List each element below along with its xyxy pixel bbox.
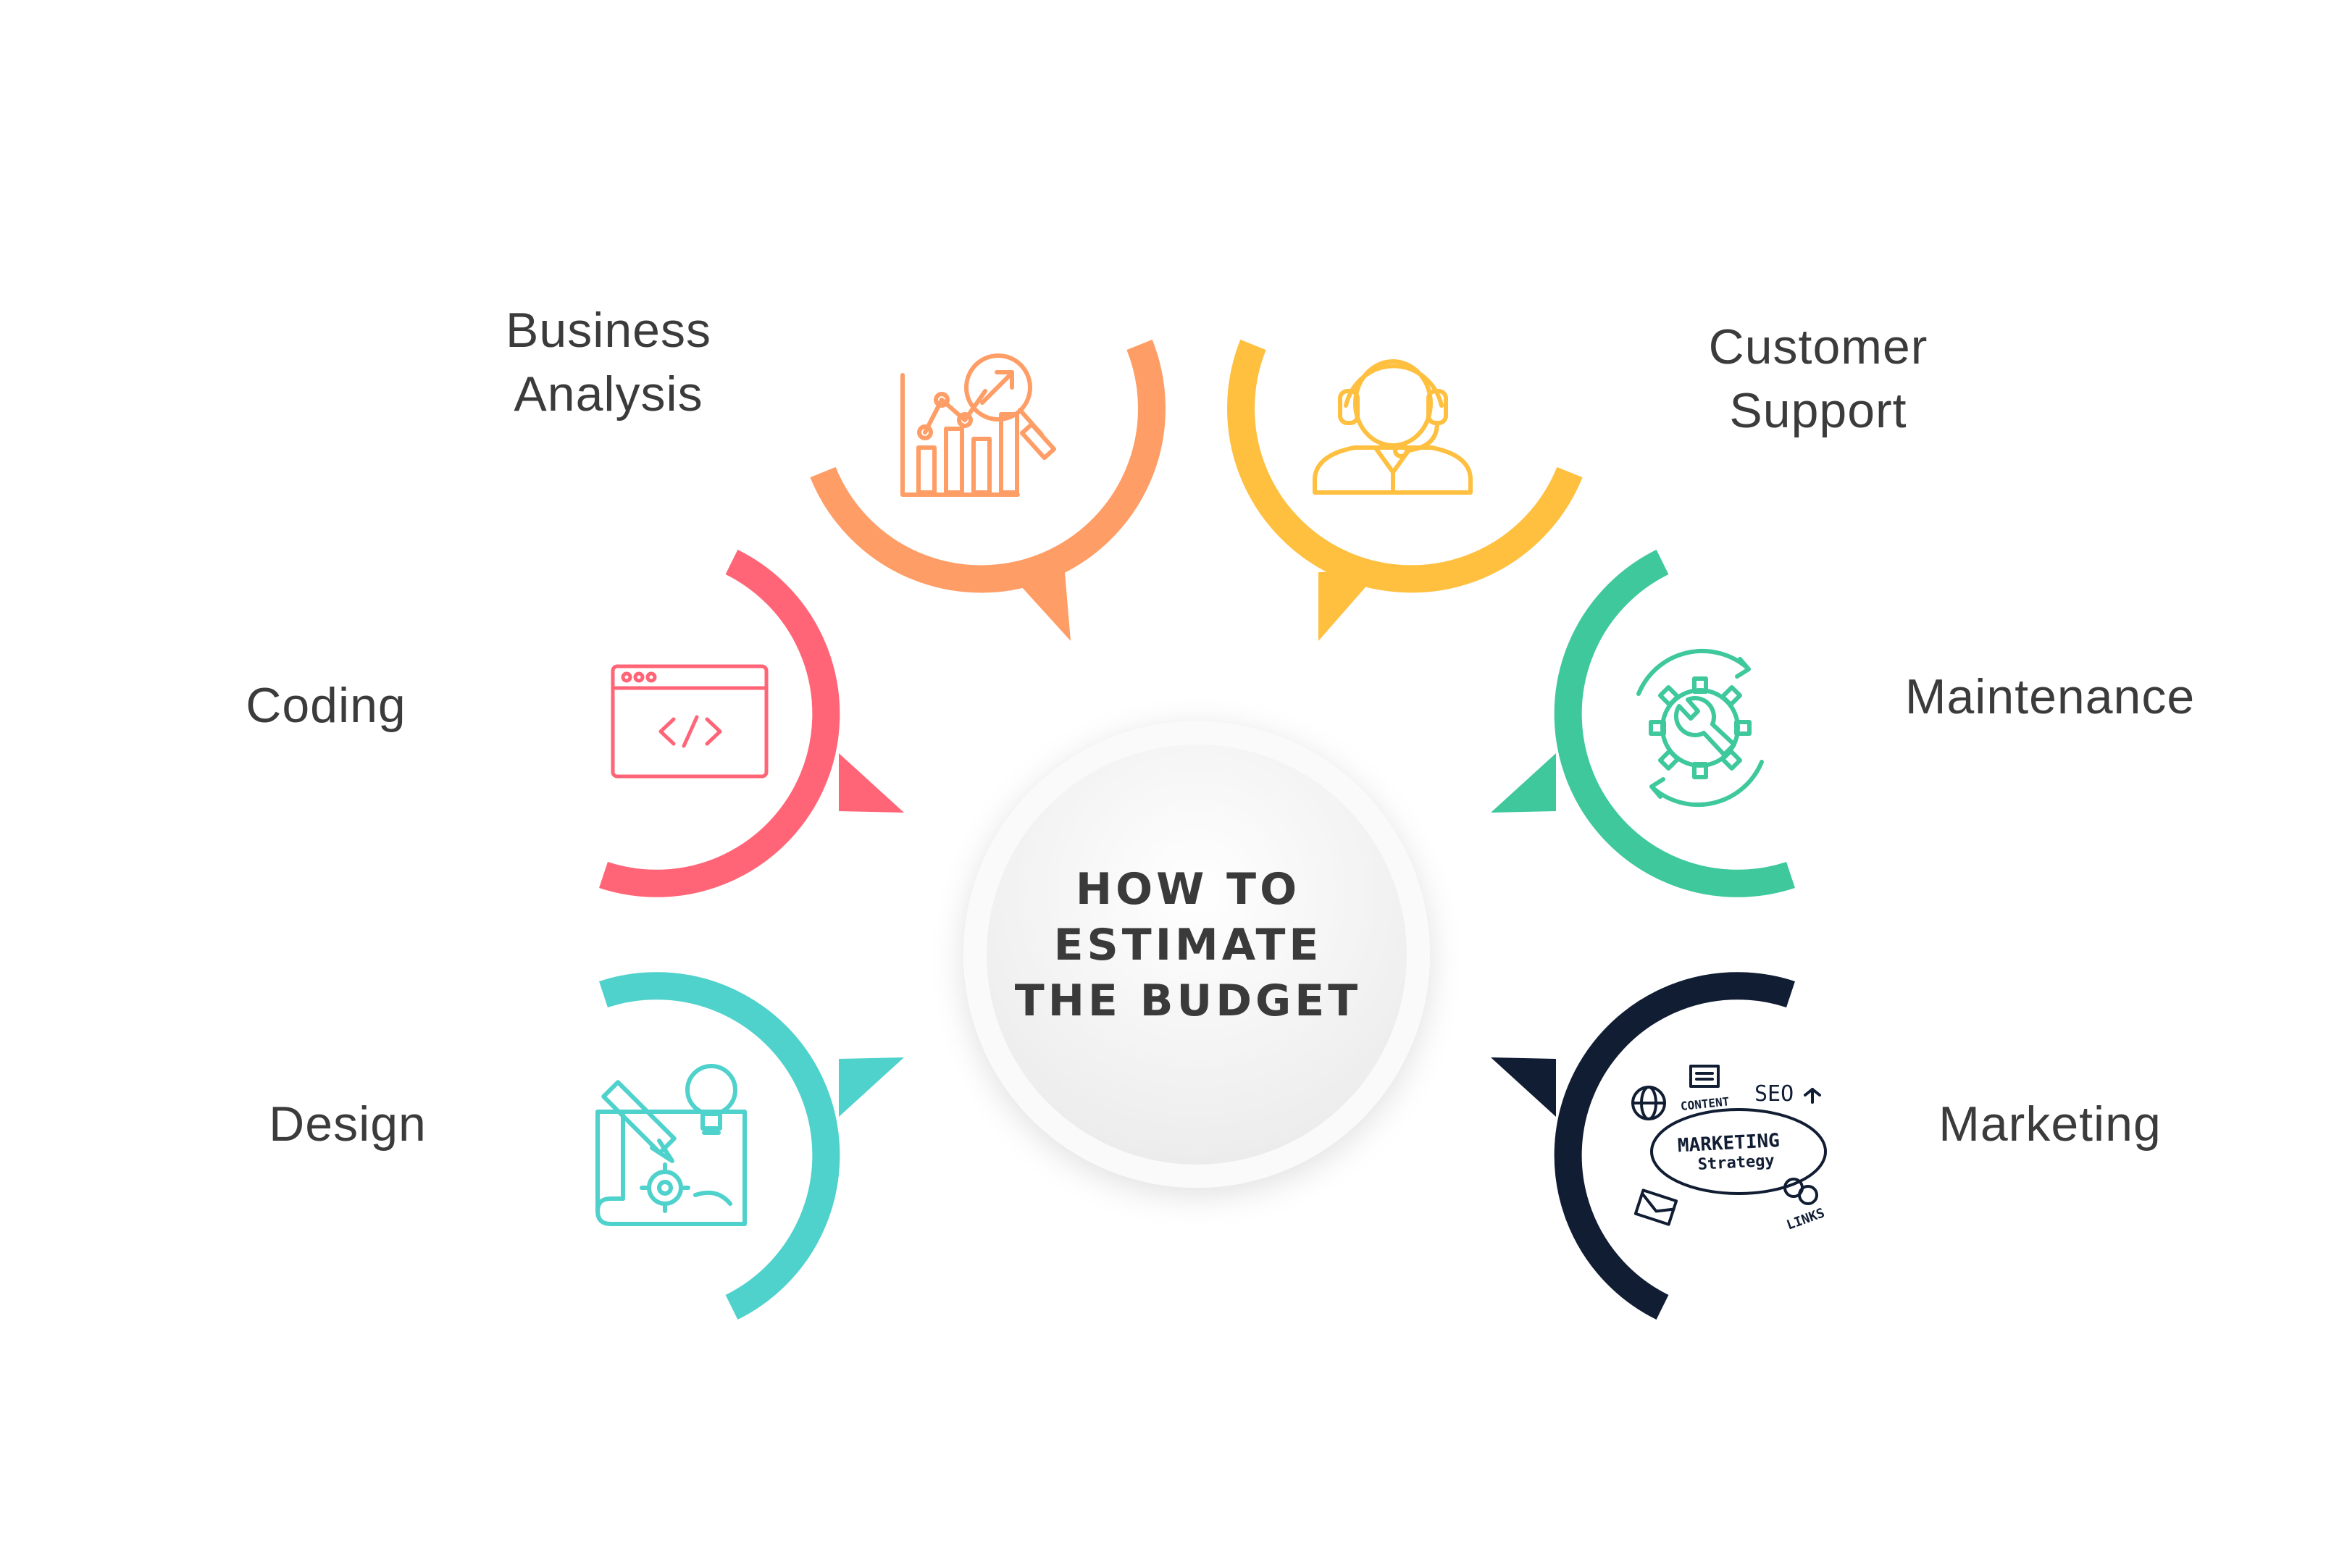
marketing-icon-marketing: MARKETING xyxy=(1677,1130,1780,1157)
label-marketing: Marketing xyxy=(1891,1092,2209,1156)
label-maintenance: Maintenance xyxy=(1869,665,2231,729)
maintenance-arc-ring xyxy=(1554,549,1795,897)
design-blueprint-icon xyxy=(595,1064,747,1226)
analytics-chart-icon xyxy=(900,353,1057,497)
maintenance-pointer xyxy=(1491,753,1556,813)
label-business-analysis-line-1: Business xyxy=(506,303,711,358)
customer-support-arc-ring xyxy=(1226,339,1583,593)
label-customer-support-line-2: Support xyxy=(1729,383,1907,438)
headset-support-icon xyxy=(1313,359,1473,495)
design-arc-ring xyxy=(599,972,840,1320)
marketing-icon-text: CONTENT SEO MARKETING Strategy LINKS xyxy=(1677,1081,1827,1233)
marketing-strategy-icon xyxy=(1631,1065,1827,1226)
label-business-analysis: Business Analysis xyxy=(435,298,782,426)
center-title-line-2: ESTIMATE xyxy=(1053,920,1323,970)
label-maintenance-line-1: Maintenance xyxy=(1904,669,2196,724)
marketing-arc-ring xyxy=(1554,972,1795,1320)
business-analysis-pointer xyxy=(1007,571,1071,641)
customer-support-arc xyxy=(1226,339,1583,641)
center-title: HOW TO ESTIMATE THE BUDGET xyxy=(963,862,1413,1029)
customer-support-pointer xyxy=(1318,571,1380,641)
center-hub-inner xyxy=(987,745,1407,1165)
coding-arc-ring xyxy=(599,549,840,897)
marketing-icon-strategy: Strategy xyxy=(1697,1152,1775,1174)
center-title-line-1: HOW TO xyxy=(1075,864,1301,915)
label-marketing-line-1: Marketing xyxy=(1938,1097,2162,1152)
label-customer-support-line-1: Customer xyxy=(1708,319,1928,374)
marketing-arc xyxy=(1491,972,1795,1320)
center-title-line-3: THE BUDGET xyxy=(1014,976,1362,1026)
marketing-icon-links: LINKS xyxy=(1785,1205,1827,1233)
center-hub xyxy=(963,721,1430,1188)
design-pointer xyxy=(839,1057,904,1117)
gear-wrench-icon xyxy=(1636,648,1764,808)
label-design: Design xyxy=(203,1092,493,1156)
coding-arc xyxy=(599,549,904,897)
marketing-icon-seo: SEO xyxy=(1754,1081,1794,1107)
coding-pointer xyxy=(839,753,904,813)
code-window-icon xyxy=(611,664,769,779)
maintenance-arc xyxy=(1491,549,1795,897)
business-analysis-arc xyxy=(810,339,1166,641)
label-coding: Coding xyxy=(181,674,471,737)
design-arc xyxy=(599,972,904,1320)
label-coding-line-1: Coding xyxy=(246,678,406,733)
label-customer-support: Customer Support xyxy=(1644,315,1992,443)
marketing-pointer xyxy=(1491,1057,1556,1117)
business-analysis-arc-ring xyxy=(810,339,1166,593)
label-business-analysis-line-2: Analysis xyxy=(514,366,703,422)
label-design-line-1: Design xyxy=(269,1097,427,1152)
